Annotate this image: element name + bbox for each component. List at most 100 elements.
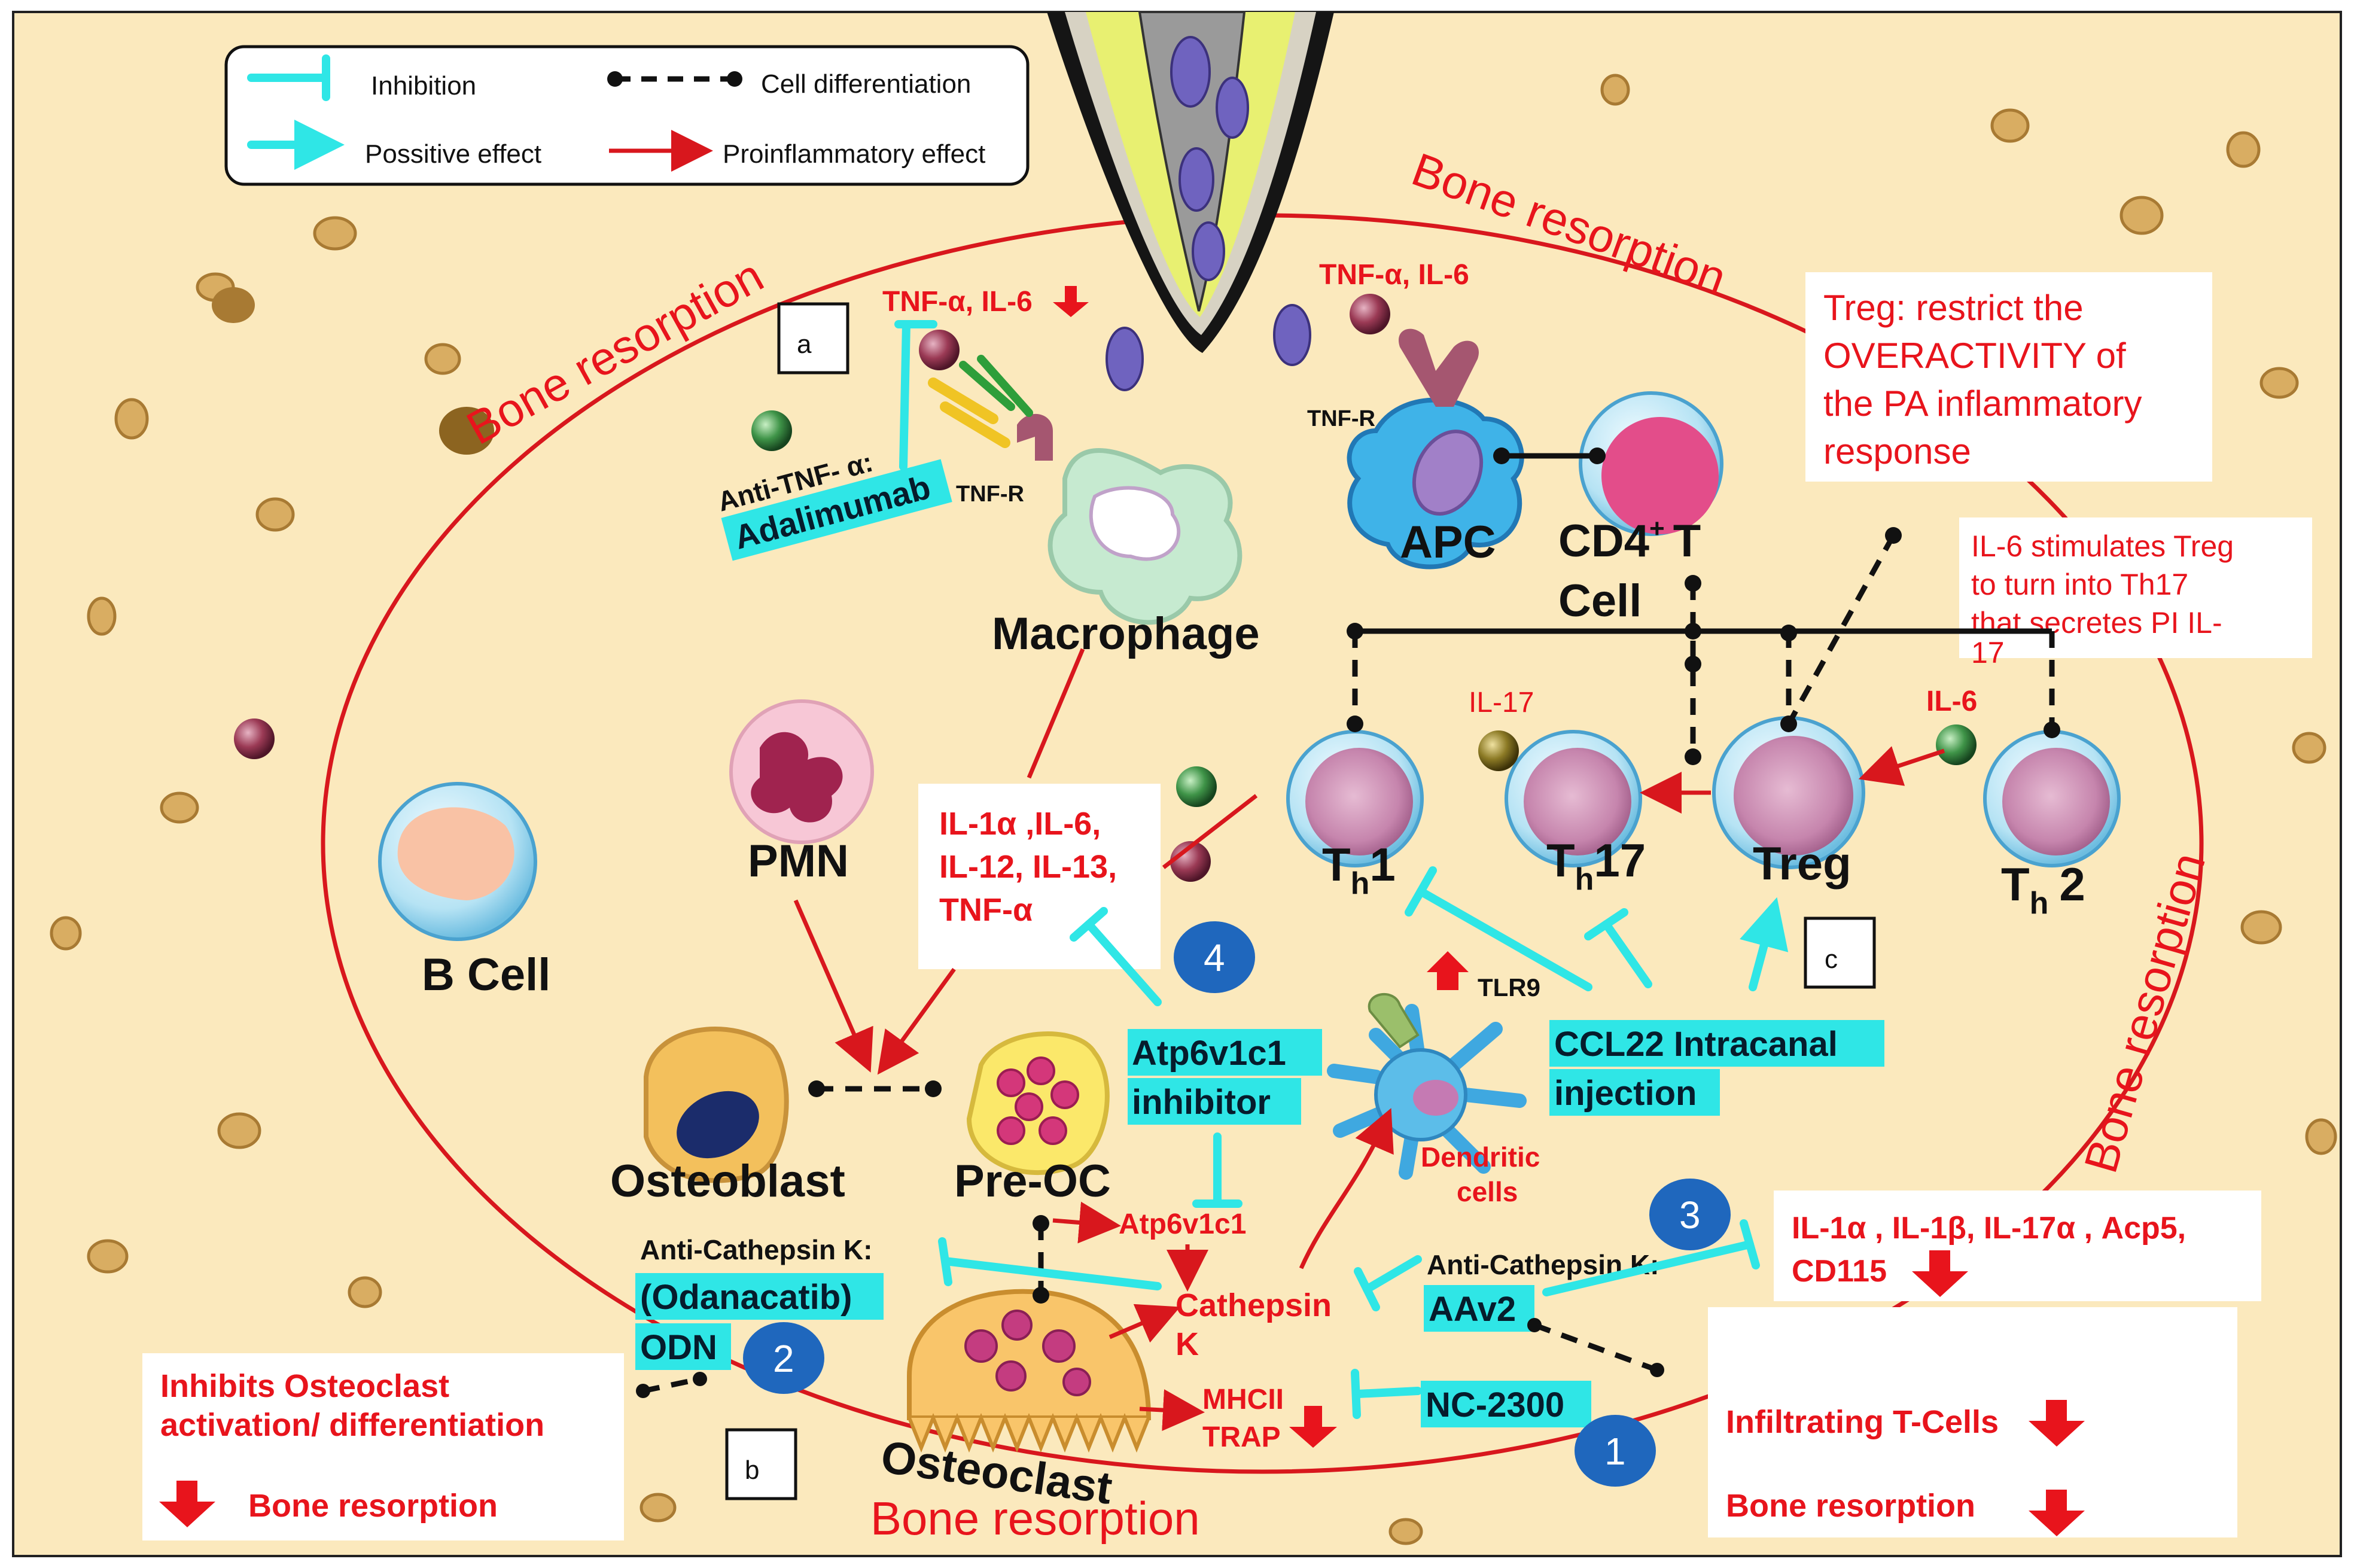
th17-label: Th17 — [1546, 834, 1646, 897]
cytokine-ball-red-mid — [1170, 841, 1211, 882]
cytokines-line-3: TNF-α — [939, 892, 1033, 928]
il6-box-line-3: that secretes PI IL- — [1971, 606, 2222, 640]
cytokine-tnf-ball-b — [1350, 294, 1390, 334]
decrease-arrow-bone-right — [2029, 1490, 2085, 1536]
cathepsin-k-label-2: K — [1176, 1326, 1199, 1362]
th1-label: Th1 — [1322, 838, 1396, 901]
dendritic-cells-label-2: cells — [1457, 1176, 1518, 1207]
legend-proinflammatory-effect: Proinflammatory effect — [723, 139, 985, 169]
trap-label: TRAP — [1202, 1421, 1281, 1453]
legend-cell-differentiation: Cell differentiation — [761, 69, 971, 99]
macrophage-cell — [928, 355, 1243, 625]
antibody-ball — [751, 410, 792, 451]
apc-label: APC — [1400, 517, 1496, 568]
bacteria — [1106, 304, 1311, 391]
cytokine-ball-green-mid — [1176, 766, 1217, 807]
il17-ball — [1478, 730, 1519, 771]
osteoblast-label: Osteoblast — [610, 1156, 845, 1207]
pre-osteoclast-cell — [966, 1031, 1110, 1175]
odn-label: ODN — [640, 1328, 717, 1367]
proinflammatory-arrows — [793, 648, 1945, 1432]
ccl22-injection-tag: CCL22 Intracanal injection — [1549, 1020, 1884, 1116]
decrease-arrow-il1 — [1912, 1250, 1968, 1297]
tnf-il6-label-a: TNF-α, IL-6 — [882, 286, 1033, 318]
th1-cell — [1286, 730, 1424, 867]
tooth-root — [1047, 11, 1334, 353]
bone-dark-spot — [439, 407, 494, 455]
treg-box-line-4: response — [1823, 431, 1971, 471]
anti-cathepsin-label-left: Anti-Cathepsin K: — [640, 1234, 872, 1265]
badges — [743, 921, 1731, 1487]
inhibition-lines — [894, 320, 1789, 1419]
b-cell-label: B Cell — [422, 949, 550, 1000]
macrophage-label: Macrophage — [992, 608, 1260, 659]
il6-box-line-2: to turn into Th17 — [1971, 568, 2188, 601]
cytokines-line-2: IL-12, IL-13, — [939, 849, 1117, 885]
inhibits-box: Inhibits Osteoclast activation/ differen… — [142, 1353, 624, 1540]
aav2-tag: AAv2 — [1424, 1285, 1534, 1332]
treg-box-line-3: the PA inflammatory — [1823, 383, 2142, 424]
th2-cell — [1983, 730, 2121, 867]
il6-info-box: IL-6 stimulates Treg to turn into Th17 tha… — [1959, 517, 2312, 669]
bone-dark-spot-2 — [212, 287, 255, 323]
legend: Inhibition Possitive effect Cell differe… — [224, 45, 1030, 186]
nc2300-label: NC-2300 — [1426, 1386, 1564, 1424]
badge-2: 2 — [773, 1337, 794, 1380]
tlr9-label: TLR9 — [1478, 973, 1540, 1001]
il17-label: IL-17 — [1469, 687, 1534, 718]
panel-letter-c: c — [1825, 945, 1838, 974]
il1-box-line-1: IL-1α , IL-1β, IL-17α , Acp5, — [1792, 1211, 2186, 1246]
atp-inhibitor-label-1: Atp6v1c1 — [1132, 1034, 1286, 1073]
odanacatib-label: (Odanacatib) — [640, 1278, 852, 1317]
cytokine-ball-left — [234, 718, 275, 759]
badge-1: 1 — [1604, 1430, 1626, 1473]
atp6v1c1-inhibitor-tag: Atp6v1c1 inhibitor — [1128, 1029, 1322, 1125]
aav2-dash-link — [1533, 1322, 1658, 1373]
bone-resorption-right-label: Bone resorption — [1726, 1488, 1975, 1524]
il1-box-line-2: CD115 — [1792, 1254, 1887, 1289]
dendritic-cells-label-1: Dendritic — [1421, 1141, 1540, 1173]
cytokines-box: IL-1α ,IL-6, IL-12, IL-13, TNF-α — [918, 784, 1161, 969]
svg-text:IL-1α ,IL-6,IL-12, IL-13,TNF-α: IL-1α ,IL-6, IL-12, IL-13, TNF-α — [939, 806, 1117, 928]
tnf-receptor-label-macrophage: TNF-R — [956, 482, 1024, 507]
ccl22-label-2: injection — [1554, 1074, 1697, 1113]
atp6v1c1-label: Atp6v1c1 — [1119, 1208, 1246, 1240]
aav2-label: AAv2 — [1429, 1290, 1516, 1329]
t-cell-lineage-lines — [1347, 527, 2060, 765]
cytokines-line-1: IL-1α ,IL-6, — [939, 806, 1101, 842]
infiltrating-box: Infiltrating T-Cells Bone resorption — [1708, 1307, 2237, 1537]
nc2300-tag: NC-2300 — [1421, 1381, 1591, 1427]
il6-box-line-1: IL-6 stimulates Treg — [1971, 529, 2234, 563]
pmn-label: PMN — [748, 836, 849, 887]
ccl22-label-1: CCL22 Intracanal — [1554, 1025, 1838, 1064]
b-cell — [378, 782, 537, 941]
cytokine-tnf-ball-a — [919, 330, 960, 370]
odanacatib-tag: (Odanacatib) ODN — [635, 1273, 884, 1370]
treg-box-line-1: Treg: restrict the — [1823, 288, 2084, 328]
treg-cell — [1712, 716, 1865, 869]
decrease-arrow-tnf — [1053, 286, 1089, 317]
tnf-il6-label-b: TNF-α, IL-6 — [1319, 259, 1469, 291]
osteoblast-cell — [644, 1027, 789, 1183]
treg-label: Treg — [1753, 837, 1851, 890]
bone-texture — [50, 74, 2337, 1545]
pre-oc-label: Pre-OC — [954, 1156, 1111, 1207]
il1-box: IL-1α , IL-1β, IL-17α , Acp5, CD115 — [1774, 1191, 2261, 1301]
osteoclast-cell — [907, 1289, 1152, 1453]
legend-inhibition: Inhibition — [371, 71, 476, 101]
il6-box-line-4: 17 — [1971, 636, 2005, 669]
badge-3: 3 — [1679, 1193, 1701, 1237]
pmn-cell — [729, 699, 874, 844]
decrease-arrow-trap — [1289, 1406, 1337, 1448]
mhcii-label: MHCII — [1202, 1384, 1284, 1415]
il6-ball — [1936, 724, 1977, 765]
decrease-arrow-infiltrating — [2029, 1400, 2085, 1447]
svg-text:IL-1α , IL-1β, IL-17α , Acp5,C: IL-1α , IL-1β, IL-17α , Acp5, CD115 — [1792, 1211, 2186, 1289]
bone-resorption-left-label: Bone resorption — [248, 1488, 498, 1524]
apc-cell — [1347, 328, 1524, 570]
